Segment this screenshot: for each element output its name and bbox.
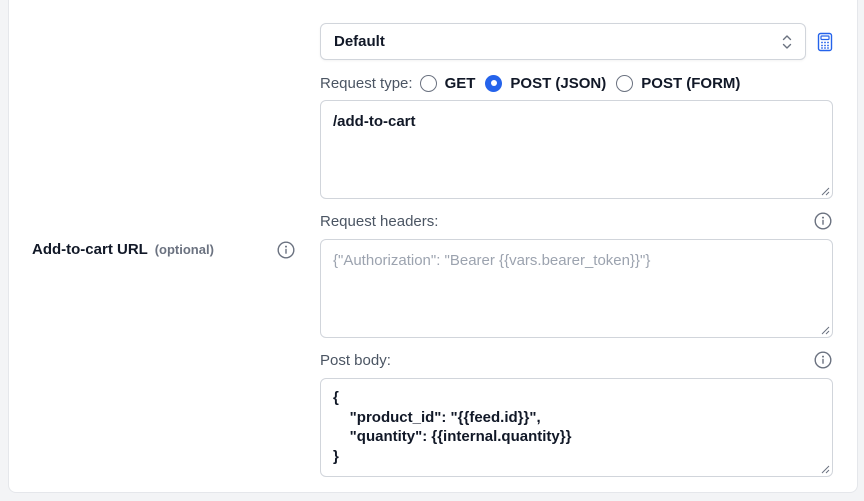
post-body-textarea[interactable]: { "product_id": "{{feed.id}}", "quantity… xyxy=(320,378,833,477)
radio-get-label[interactable]: GET xyxy=(444,74,476,92)
post-body-line: "quantity": {{internal.quantity}} xyxy=(333,428,572,445)
preset-select[interactable]: Default xyxy=(320,23,806,60)
radio-post-json[interactable] xyxy=(485,74,503,92)
headers-placeholder: {"Authorization": "Bearer {{vars.bearer_… xyxy=(333,252,651,269)
request-type-group: Request type: GET POST (JSON) POST (FORM… xyxy=(320,74,750,92)
headers-label: Request headers: xyxy=(320,213,439,230)
resize-handle-icon[interactable] xyxy=(821,326,830,335)
headers-textarea[interactable]: {"Authorization": "Bearer {{vars.bearer_… xyxy=(320,239,833,338)
preset-select-value: Default xyxy=(334,33,385,50)
resize-handle-icon[interactable] xyxy=(821,187,830,196)
radio-get[interactable] xyxy=(419,74,437,92)
field-label-text: Add-to-cart URL xyxy=(32,241,148,258)
radio-post-form-label[interactable]: POST (FORM) xyxy=(641,74,741,92)
post-body-line: } xyxy=(333,447,339,465)
post-body-line: "product_id": "{{feed.id}}", xyxy=(333,408,541,426)
headers-info-icon[interactable] xyxy=(814,212,832,230)
resize-handle-icon[interactable] xyxy=(821,465,830,474)
post-body-label: Post body: xyxy=(320,352,391,369)
optional-label: (optional) xyxy=(154,242,214,257)
url-textarea[interactable]: /add-to-cart xyxy=(320,100,833,199)
url-value: /add-to-cart xyxy=(333,113,416,130)
calculator-icon[interactable] xyxy=(816,32,834,52)
radio-post-json-label[interactable]: POST (JSON) xyxy=(510,74,607,92)
info-icon[interactable] xyxy=(277,241,295,259)
radio-post-form[interactable] xyxy=(616,74,634,92)
post-body-line: { xyxy=(333,389,339,406)
request-type-label: Request type: xyxy=(320,74,413,92)
chevron-up-down-icon xyxy=(782,35,792,49)
post-body-info-icon[interactable] xyxy=(814,351,832,369)
field-label: Add-to-cart URL (optional) xyxy=(32,241,214,258)
